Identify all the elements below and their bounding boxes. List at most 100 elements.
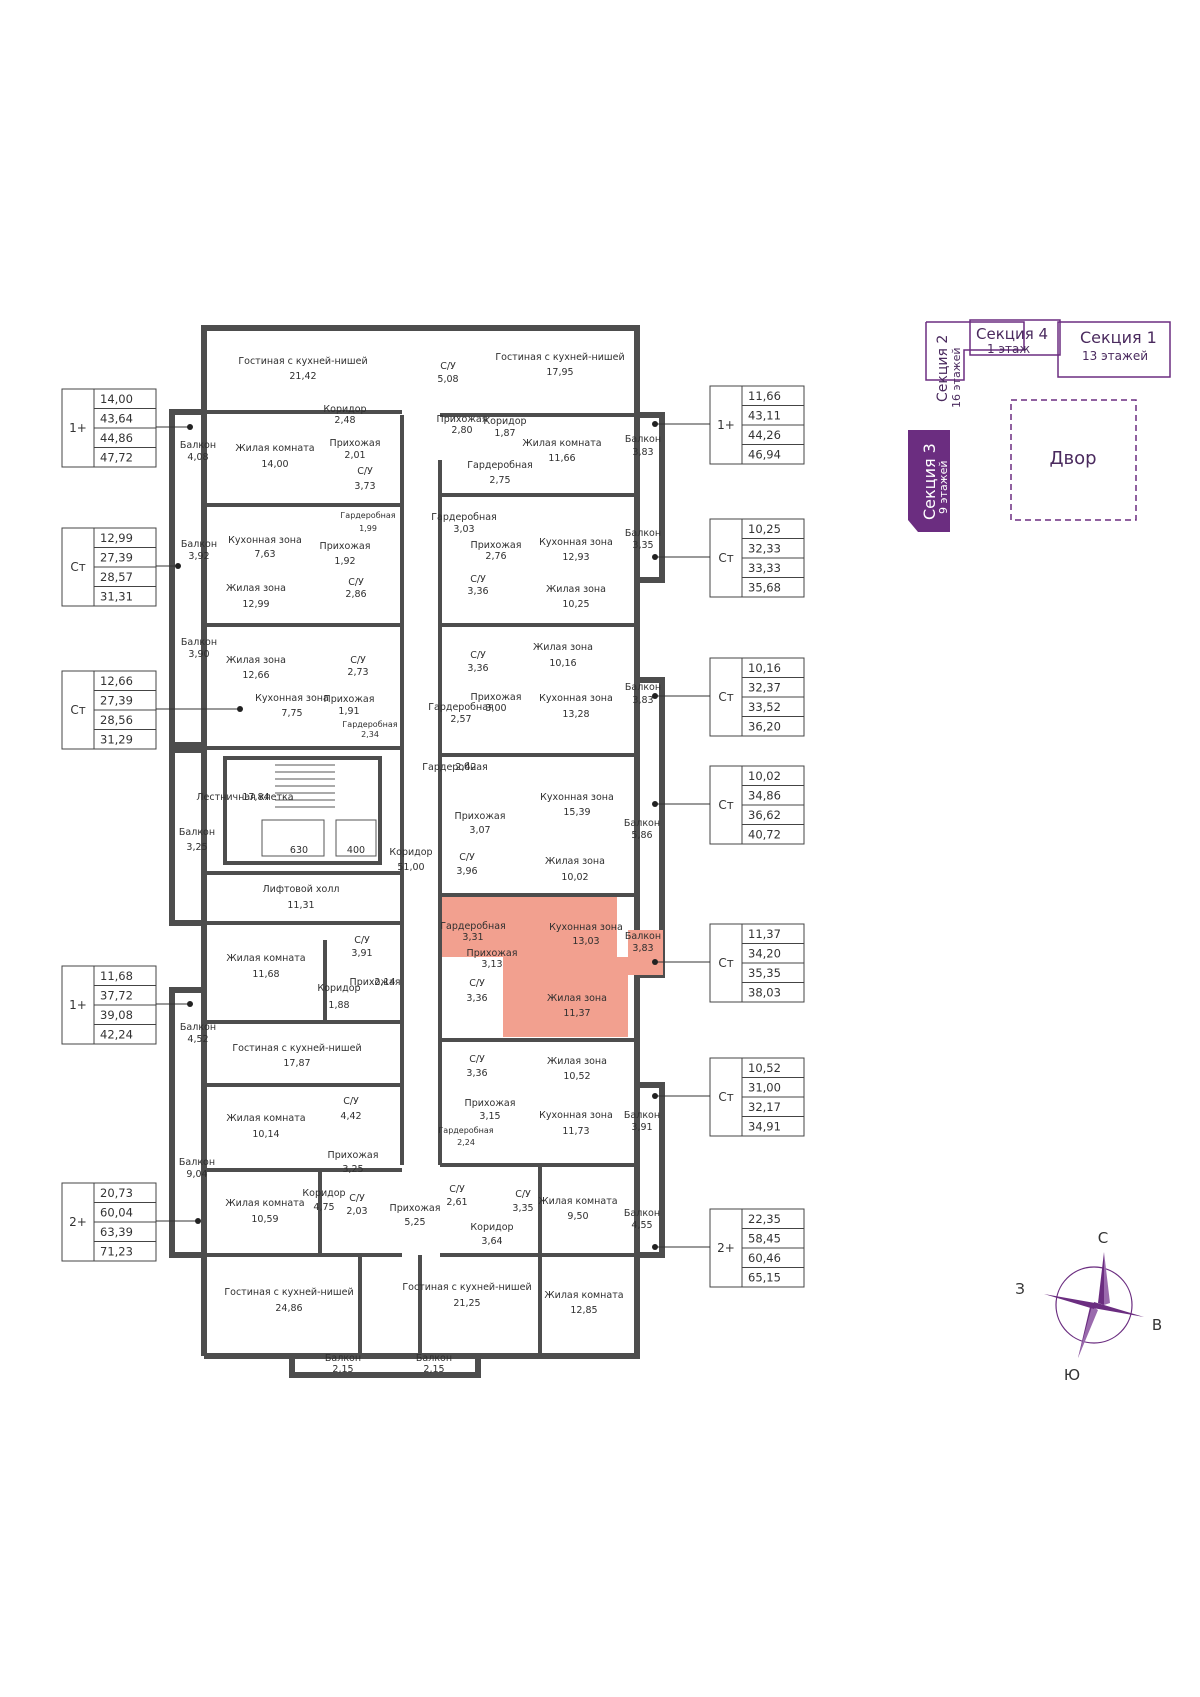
room-area: 3,13: [481, 959, 502, 970]
room-area: 9,50: [567, 1211, 588, 1222]
room-area: 14,00: [261, 459, 288, 470]
apartment-type: Ст: [718, 690, 733, 704]
room-label: Коридор: [302, 1188, 345, 1199]
room-label: Прихожая: [465, 1098, 516, 1109]
room-area: 3,90: [188, 649, 209, 660]
room-area: 12,66: [242, 670, 269, 681]
room-label: Коридор: [389, 847, 432, 858]
room-area: 11,68: [252, 969, 279, 980]
room-area: 5,86: [631, 830, 652, 841]
room-area: 4,75: [313, 1202, 334, 1213]
room-area: 13,28: [562, 709, 589, 720]
room-area: 2,42: [455, 762, 476, 773]
legend-area-value: 44,26: [748, 428, 781, 442]
legend-area-value: 33,33: [748, 561, 781, 575]
legend-area-value: 22,35: [748, 1212, 781, 1226]
room-label: Гостиная с кухней-нишей: [238, 356, 367, 367]
room-area: 3,83: [632, 943, 653, 954]
room-area: 12,85: [570, 1305, 597, 1316]
room-label: Балкон: [180, 1022, 216, 1033]
section-3-floors: 9 этажей: [937, 460, 950, 514]
legend-area-value: 34,86: [748, 789, 781, 803]
highlighted-apartment[interactable]: [442, 897, 663, 1037]
room-label: Жилая комната: [225, 1198, 304, 1209]
room-label: Жилая зона: [226, 583, 286, 594]
apartment-type: Ст: [70, 703, 85, 717]
staircase: [261, 764, 377, 857]
room-area: 2,15: [332, 1364, 353, 1375]
room-label: Гардеробная: [438, 1126, 493, 1135]
leader-dot: [187, 1001, 193, 1007]
room-area: 21,42: [289, 371, 316, 382]
room-area: 51,00: [397, 862, 424, 873]
room-area: 3,07: [469, 825, 490, 836]
section-2-title: Секция 2: [935, 335, 951, 402]
room-label: С/У: [357, 466, 373, 477]
room-label: Коридор: [323, 404, 366, 415]
room-label: Балкон: [624, 1208, 660, 1219]
room-area: 2,15: [423, 1364, 444, 1375]
room-label: Жилая комната: [538, 1196, 617, 1207]
room-label: Прихожая: [471, 692, 522, 703]
room-label: Балкон: [181, 539, 217, 550]
legend-area-value: 31,00: [748, 1081, 781, 1095]
room-label: Жилая зона: [546, 584, 606, 595]
room-area: 3,31: [462, 932, 483, 943]
apartment-type: Ст: [718, 1090, 733, 1104]
legend-area-value: 11,68: [100, 969, 133, 983]
room-label: Балкон: [325, 1353, 361, 1364]
room-label: С/У: [449, 1184, 465, 1195]
room-area: 3,83: [632, 447, 653, 458]
compass-rose: С Ю В З: [1015, 1229, 1162, 1384]
legend-area-value: 32,37: [748, 681, 781, 695]
room-area: 3,92: [188, 551, 209, 562]
room-label: С/У: [349, 1193, 365, 1204]
room-label: Прихожая: [324, 694, 375, 705]
room-label: Жилая комната: [522, 438, 601, 449]
room-area: 3,15: [479, 1111, 500, 1122]
room-area: 10,16: [549, 658, 576, 669]
room-label: Коридор: [470, 1222, 513, 1233]
legend-area-value: 32,17: [748, 1100, 781, 1114]
compass-north: С: [1098, 1229, 1108, 1247]
apartment-type: 1+: [69, 998, 87, 1012]
legend-area-value: 27,39: [100, 694, 133, 708]
section-1-title: Секция 1: [1080, 328, 1157, 347]
legend-area-value: 11,37: [748, 927, 781, 941]
room-area: 10,59: [251, 1214, 278, 1225]
room-area: 2,75: [489, 475, 510, 486]
room-label: С/У: [350, 655, 366, 666]
room-label: С/У: [469, 978, 485, 989]
room-area: 3,36: [467, 586, 488, 597]
room-label: Балкон: [180, 440, 216, 451]
room-area: 2,03: [346, 1206, 367, 1217]
room-area: 3,36: [466, 1068, 487, 1079]
room-area: 2,48: [334, 415, 355, 426]
apartment-type: Ст: [718, 551, 733, 565]
room-label: Гардеробная: [342, 720, 397, 729]
room-label: Гардеробная: [431, 512, 497, 523]
legend-area-value: 63,39: [100, 1225, 133, 1239]
room-area: 10,02: [561, 872, 588, 883]
legend-area-value: 11,66: [748, 389, 781, 403]
lift-capacity: 630: [290, 845, 308, 856]
legend-area-value: 58,45: [748, 1232, 781, 1246]
room-area: 7,63: [254, 549, 275, 560]
room-label: Жилая зона: [226, 655, 286, 666]
legend-area-value: 28,57: [100, 570, 133, 584]
legend-area-value: 10,16: [748, 661, 781, 675]
legend-area-value: 37,72: [100, 989, 133, 1003]
room-area: 11,66: [548, 453, 575, 464]
legend-area-value: 12,99: [100, 531, 133, 545]
section-4-floors: 1 этаж: [987, 342, 1030, 356]
room-area: 9,04: [186, 1169, 207, 1180]
room-label: Жилая комната: [544, 1290, 623, 1301]
room-area: 2,57: [450, 714, 471, 725]
room-label: С/У: [348, 577, 364, 588]
room-label: Прихожая: [471, 540, 522, 551]
room-area: 5,08: [437, 374, 458, 385]
room-label: Прихожая: [350, 977, 401, 988]
legend-area-value: 34,20: [748, 947, 781, 961]
leader-dot: [652, 801, 658, 807]
